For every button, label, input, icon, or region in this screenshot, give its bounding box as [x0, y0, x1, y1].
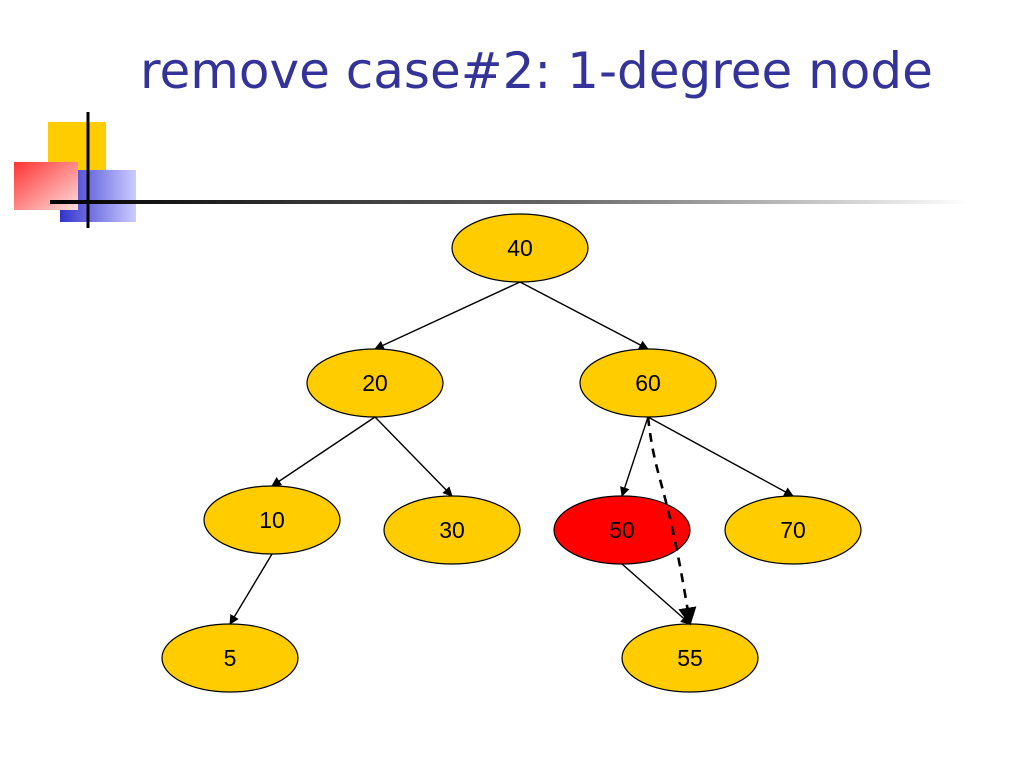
node-label: 60 [635, 370, 661, 396]
edge-20-30 [374, 416, 453, 497]
node-label: 20 [362, 370, 388, 396]
removed-node-ellipse [553, 495, 691, 565]
node-40: 40 [451, 213, 589, 283]
node-label: 10 [259, 507, 285, 533]
node-label: 70 [780, 517, 806, 543]
node-ellipse [306, 348, 444, 418]
slide-title: remove case#2: 1-degree node [140, 42, 933, 100]
node-30: 30 [383, 495, 521, 565]
node-ellipse [161, 623, 299, 693]
edge-20-10 [271, 416, 376, 487]
node-label: 55 [677, 645, 703, 671]
edge-10-5 [229, 553, 273, 625]
node-label: 30 [439, 517, 465, 543]
node-label: 40 [507, 235, 533, 261]
edge-50-55 [621, 563, 691, 625]
edge-60-70 [647, 416, 794, 497]
title-underline [50, 200, 970, 204]
node-ellipse [451, 213, 589, 283]
node-10: 10 [203, 485, 341, 555]
node-60: 60 [579, 348, 717, 418]
edge-60-50 [620, 416, 649, 497]
replacement-link-dashed [646, 416, 697, 626]
node-ellipse [383, 495, 521, 565]
node-label: 5 [224, 645, 237, 671]
edge-40-60 [519, 281, 649, 350]
edges [229, 281, 794, 625]
node-70: 70 [724, 495, 862, 565]
node-5: 5 [161, 623, 299, 693]
node-20: 20 [306, 348, 444, 418]
node-label: 50 [609, 517, 635, 543]
edge-40-20 [374, 281, 521, 350]
node-ellipse [203, 485, 341, 555]
node-50: 50 [553, 495, 691, 565]
title-decoration [14, 112, 970, 228]
node-55: 55 [621, 623, 759, 693]
node-ellipse [724, 495, 862, 565]
